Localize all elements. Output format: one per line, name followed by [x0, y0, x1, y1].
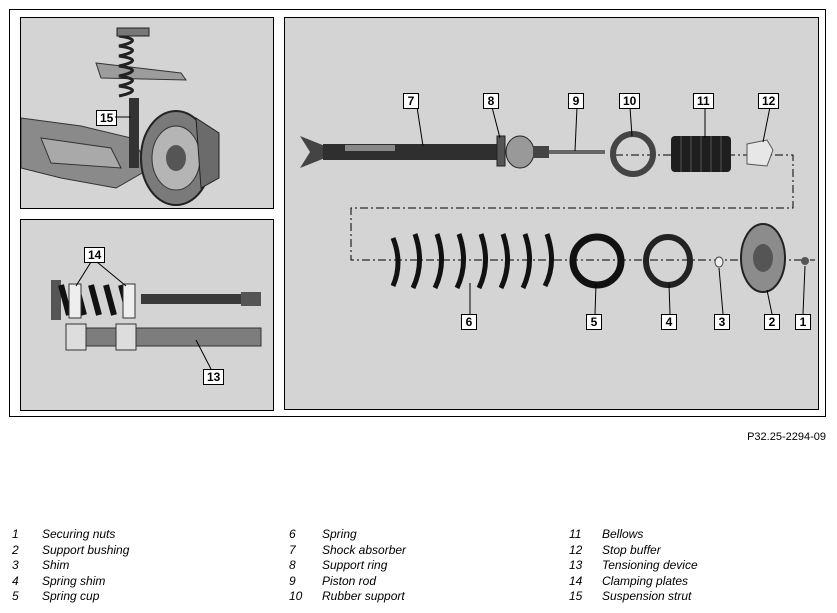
legend-item: 7 Shock absorber — [289, 543, 549, 559]
legend-label: Support bushing — [42, 542, 130, 557]
legend-number: 9 — [289, 573, 296, 588]
legend-label: Support ring — [322, 558, 388, 572]
callout-14: 14 — [84, 247, 106, 263]
legend-number: 13 — [569, 558, 583, 572]
legend-item: 8 Support ring — [289, 558, 549, 574]
legend-item: 3 Shim — [12, 558, 272, 574]
callout-8: 8 — [483, 93, 499, 109]
legend-item: 4 Spring shim — [12, 574, 272, 590]
legend-item: 9 Piston rod — [289, 574, 549, 590]
callout-9: 9 — [568, 93, 584, 109]
installed-strut-illustration — [21, 18, 273, 208]
callout-6: 6 — [461, 314, 477, 330]
legend-item: 5 Spring cup — [12, 589, 272, 605]
callout-13: 13 — [203, 369, 225, 385]
callout-4: 4 — [661, 314, 677, 330]
callout-1: 1 — [795, 314, 811, 330]
legend-number: 15 — [569, 589, 583, 603]
legend-label: Spring shim — [42, 573, 106, 588]
legend-label: Shim — [42, 558, 70, 572]
legend-item: 6 Spring — [289, 527, 549, 543]
legend-label: Clamping plates — [602, 573, 689, 588]
photo-tensioning-device: 14 13 — [20, 219, 274, 411]
legend-number: 1 — [12, 527, 19, 541]
legend-label: Bellows — [602, 527, 644, 541]
legend-item: 11 Bellows — [569, 527, 829, 543]
legend-label: Stop buffer — [602, 542, 661, 557]
legend-number: 5 — [12, 589, 19, 603]
legend-number: 10 — [289, 589, 303, 603]
callout-7: 7 — [403, 93, 419, 109]
legend-number: 2 — [12, 542, 19, 557]
exploded-view-illustration — [285, 18, 818, 409]
legend-item: 13 Tensioning device — [569, 558, 829, 574]
legend-number: 12 — [569, 542, 583, 557]
legend-label: Shock absorber — [322, 542, 407, 557]
legend-number: 11 — [569, 527, 582, 541]
callout-15: 15 — [96, 110, 118, 126]
callout-2: 2 — [764, 314, 780, 330]
exploded-view-panel: 7 8 9 10 11 12 6 5 4 3 2 1 — [284, 17, 819, 410]
legend-number: 3 — [12, 558, 19, 572]
callout-3: 3 — [714, 314, 730, 330]
callout-10: 10 — [619, 93, 641, 109]
legend-item: 12 Stop buffer — [569, 543, 829, 559]
legend-number: 4 — [12, 573, 19, 588]
photo-installed-strut: 15 — [20, 17, 274, 209]
callout-11: 11 — [693, 93, 714, 109]
legend-label: Piston rod — [322, 573, 377, 588]
legend-label: Securing nuts — [42, 527, 116, 541]
legend-label: Spring — [322, 527, 357, 541]
legend-item: 14 Clamping plates — [569, 574, 829, 590]
legend-number: 8 — [289, 558, 296, 572]
legend-label: Spring cup — [42, 589, 100, 603]
callout-12: 12 — [758, 93, 780, 109]
legend-label: Tensioning device — [602, 558, 698, 572]
legend-label: Suspension strut — [602, 589, 692, 603]
tensioning-device-illustration — [21, 220, 273, 410]
legend-column-3: 11 Bellows 12 Stop buffer 13 Tensioning dev… — [569, 527, 829, 605]
legend-number: 14 — [569, 573, 583, 588]
legend-item: 15 Suspension strut — [569, 589, 829, 605]
figure-id: P32.25-2294-09 — [747, 431, 826, 443]
callout-5: 5 — [586, 314, 602, 330]
legend-number: 7 — [289, 542, 296, 557]
legend-item: 2 Support bushing — [12, 543, 272, 559]
legend-column-2: 6 Spring 7 Shock absorber 8 Support ring 9 P… — [289, 527, 549, 605]
legend-label: Rubber support — [322, 589, 405, 603]
legend-item: 10 Rubber support — [289, 589, 549, 605]
legend-item: 1 Securing nuts — [12, 527, 272, 543]
legend-number: 6 — [289, 527, 296, 541]
